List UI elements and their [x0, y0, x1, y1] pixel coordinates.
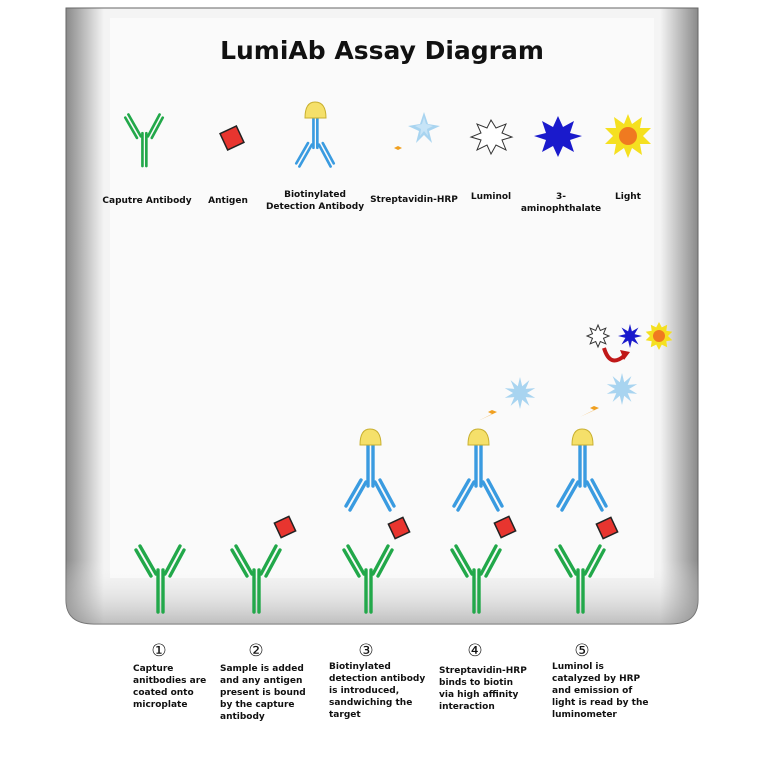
legend-antigen-icon: [219, 125, 245, 151]
step-1-description: Capture anitbodies are coated onto micro…: [133, 664, 207, 710]
step-4-biotin: [467, 428, 490, 446]
step-1-number: ①: [151, 641, 167, 661]
legend-light-icon: [605, 114, 651, 158]
step-3-antigen: [387, 516, 411, 540]
step-5-reaction-arrowhead: [620, 350, 630, 360]
legend-label-capture-antibody: Caputre Antibody: [102, 196, 192, 206]
step-4-number: ④: [467, 641, 483, 661]
step-5-streptavidin-hrp-arrow: [580, 399, 608, 417]
step-2-number: ②: [248, 641, 264, 661]
step-3-description: Biotinylated detection antibody is intro…: [329, 662, 426, 720]
legend-label-detection-antibody: Biotinylated Detection Antibody: [265, 190, 365, 212]
step-5-reaction-arrow: [602, 347, 626, 363]
step-5-aminophthalate: [618, 324, 642, 348]
step-5-number: ⑤: [574, 641, 590, 661]
legend-label-antigen: Antigen: [208, 196, 248, 206]
step-5-streptavidin-hrp: [606, 373, 638, 405]
step-4-antigen: [493, 515, 517, 539]
step-3-biotin: [359, 428, 382, 446]
assay-steps-scene: [134, 322, 673, 614]
step-3-number: ③: [358, 641, 374, 661]
legend-label-luminol: Luminol: [470, 192, 512, 202]
legend-luminol-icon: [469, 118, 514, 156]
legend-streptavidin-hrp-icon: [386, 112, 440, 156]
step-4-streptavidin-hrp: [504, 377, 536, 409]
legend-detection-antibody-icon: [294, 101, 336, 168]
step-5-light-core: [653, 330, 665, 342]
legend-label-aminophthalate: 3-aminophthalate: [520, 192, 602, 214]
legend-label-light: Light: [615, 192, 641, 202]
step-5-biotin: [571, 428, 594, 446]
diagram-title: LumiAb Assay Diagram: [220, 36, 544, 65]
legend-label-streptavidin-hrp: Streptavidin-HRP: [370, 195, 458, 205]
legend-aminophthalate-icon: [534, 116, 582, 157]
step-5-luminol: [585, 323, 611, 349]
step-2-antigen: [273, 515, 297, 539]
step-2-description: Sample is added and any antigen present …: [220, 664, 306, 722]
step-5-description: Luminol is catalyzed by HRP and emission…: [552, 662, 649, 720]
step-4-streptavidin-hrp-arrow: [478, 403, 506, 421]
step-5-antigen: [595, 516, 619, 540]
step-4-description: Streptavidin-HRP binds to biotin via hig…: [439, 666, 527, 712]
